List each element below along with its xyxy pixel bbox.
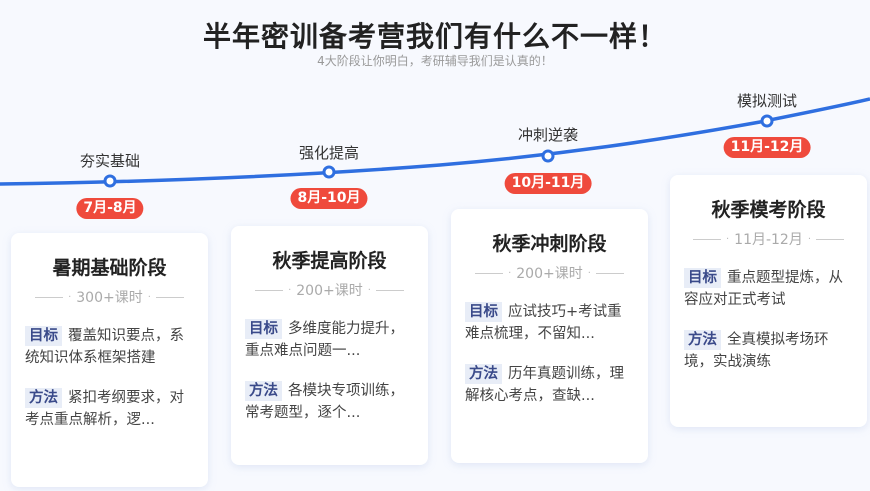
goal-block: 目标覆盖知识要点，系统知识体系框架搭建: [25, 325, 194, 369]
timeline-date-pill-3: 10月-11月: [504, 173, 592, 194]
method-block: 方法全真模拟考场环境，实战演练: [684, 329, 853, 373]
timeline-node-2: [322, 165, 336, 179]
timeline-node-4: [760, 114, 774, 128]
method-text: 各模块专项训练，常考题型，逐个...: [245, 383, 404, 421]
card-subtitle: ·200+课时·: [231, 280, 428, 300]
goal-text: 多维度能力提升，重点难点问题一...: [245, 321, 404, 359]
stage-card-1: 暑期基础阶段 ·300+课时· 目标覆盖知识要点，系统知识体系框架搭建 方法紧扣…: [11, 233, 208, 487]
timeline-date-pill-4: 11月-12月: [723, 137, 811, 158]
method-tag: 方法: [25, 388, 62, 408]
method-text: 紧扣考纲要求，对考点重点解析，逻...: [25, 390, 184, 428]
card-subtitle: ·300+课时·: [11, 287, 208, 307]
timeline-node-3: [541, 149, 555, 163]
timeline-label-2: 强化提高: [298, 144, 360, 162]
goal-text: 覆盖知识要点，系统知识体系框架搭建: [25, 328, 184, 366]
method-text: 历年真题训练，理解核心考点，查缺...: [465, 366, 624, 404]
timeline-date-pill-2: 8月-10月: [290, 188, 368, 209]
timeline-label-1: 夯实基础: [79, 152, 141, 170]
stage-card-2: 秋季提高阶段 ·200+课时· 目标多维度能力提升，重点难点问题一... 方法各…: [231, 226, 428, 465]
goal-text: 应试技巧+考试重难点梳理，不留知...: [465, 304, 622, 342]
method-text: 全真模拟考场环境，实战演练: [684, 332, 829, 370]
card-subtitle: ·200+课时·: [451, 263, 648, 283]
goal-tag: 目标: [245, 319, 282, 339]
goal-block: 目标多维度能力提升，重点难点问题一...: [245, 318, 414, 362]
goal-tag: 目标: [25, 326, 62, 346]
method-block: 方法历年真题训练，理解核心考点，查缺...: [465, 363, 634, 407]
card-title: 暑期基础阶段: [52, 257, 167, 279]
timeline-label-3: 冲刺逆袭: [517, 126, 579, 144]
page-subtitle: 4大阶段让你明白，考研辅导我们是认真的！: [317, 54, 553, 68]
method-tag: 方法: [245, 381, 282, 401]
goal-tag: 目标: [465, 302, 502, 322]
goal-block: 目标应试技巧+考试重难点梳理，不留知...: [465, 301, 634, 345]
goal-text: 重点题型提炼，从容应对正式考试: [684, 270, 843, 308]
goal-tag: 目标: [684, 268, 721, 288]
method-tag: 方法: [465, 364, 502, 384]
method-block: 方法紧扣考纲要求，对考点重点解析，逻...: [25, 387, 194, 431]
timeline-date-pill-1: 7月-8月: [76, 198, 144, 219]
timeline-label-4: 模拟测试: [736, 92, 798, 110]
card-subtitle: ·11月-12月·: [670, 229, 867, 249]
stage-card-4: 秋季模考阶段 ·11月-12月· 目标重点题型提炼，从容应对正式考试 方法全真模…: [670, 175, 867, 427]
stage-card-3: 秋季冲刺阶段 ·200+课时· 目标应试技巧+考试重难点梳理，不留知... 方法…: [451, 209, 648, 463]
page-title: 半年密训备考营我们有什么不一样！: [202, 20, 667, 53]
timeline-node-1: [103, 174, 117, 188]
card-title: 秋季模考阶段: [711, 199, 826, 221]
goal-block: 目标重点题型提炼，从容应对正式考试: [684, 267, 853, 311]
card-title: 秋季提高阶段: [272, 250, 387, 272]
method-tag: 方法: [684, 330, 721, 350]
method-block: 方法各模块专项训练，常考题型，逐个...: [245, 380, 414, 424]
card-title: 秋季冲刺阶段: [492, 233, 607, 255]
